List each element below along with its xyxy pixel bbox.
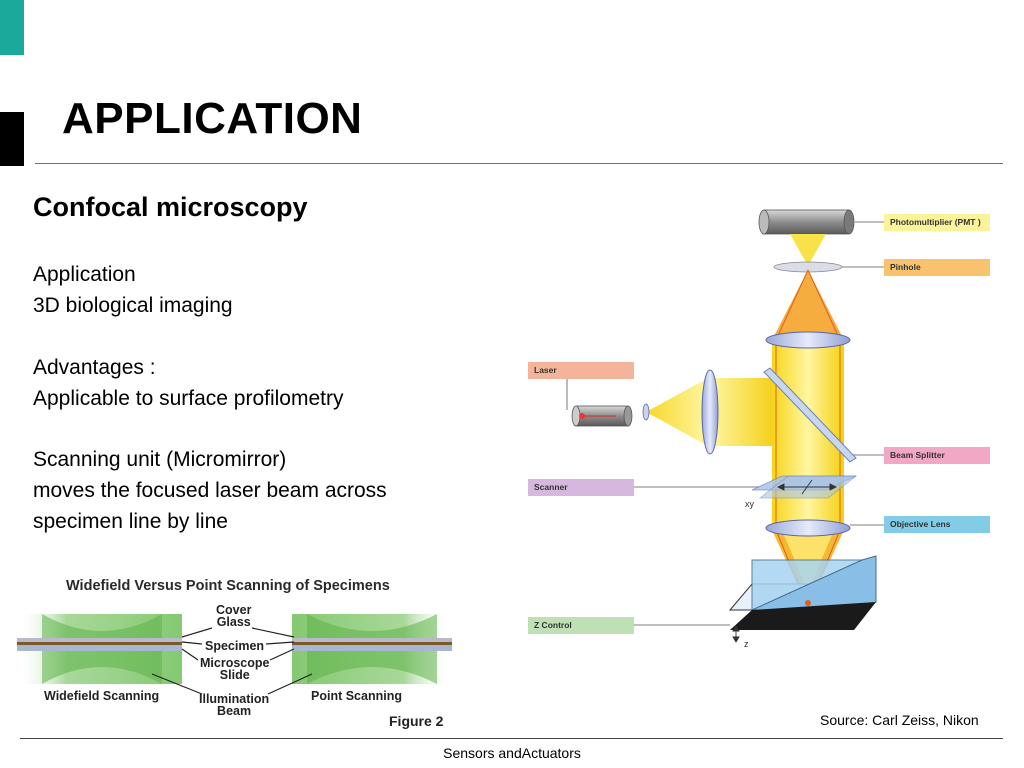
source-credit: Source: Carl Zeiss, Nikon: [820, 712, 979, 728]
laser-pinhole-lens: [642, 403, 650, 421]
specimen-box: [728, 555, 877, 630]
label-point-scanning: Point Scanning: [311, 689, 402, 703]
z-arrow: [732, 625, 740, 643]
xy-label: xy: [745, 499, 755, 509]
tag-pmt: Photomultiplier (PMT ): [884, 214, 990, 231]
label-widefield-scanning: Widefield Scanning: [44, 689, 160, 703]
application-block: Application 3D biological imaging: [33, 259, 233, 321]
pmt-cone: [790, 234, 826, 266]
application-label: Application: [33, 263, 136, 286]
specimen-layers: [17, 638, 452, 651]
label-specimen: Specimen: [205, 639, 265, 653]
scanning-comparison-figure: [17, 614, 452, 695]
scanning-line-1: moves the focused laser beam across: [33, 479, 387, 502]
figure-title: Widefield Versus Point Scanning of Speci…: [66, 578, 390, 594]
collimating-lens: [701, 369, 719, 455]
scanning-label: Scanning unit (Micromirror): [33, 448, 287, 471]
title-divider: [35, 163, 1003, 164]
scanning-line-2: specimen line by line: [33, 510, 228, 533]
tag-z-control: Z Control: [528, 617, 634, 634]
confocal-diagram: xy z: [566, 209, 884, 649]
footer-text: Sensors andActuators: [443, 745, 581, 761]
accent-tab-black: [0, 112, 24, 166]
laser-source: [571, 405, 633, 427]
accent-tab-teal: [0, 0, 24, 55]
advantages-value: Applicable to surface profilometry: [33, 387, 344, 410]
section-heading: Confocal microscopy: [33, 192, 308, 222]
leader-lines: [151, 627, 313, 695]
advantages-label: Advantages :: [33, 356, 156, 379]
tube-lens: [765, 331, 851, 349]
footer-divider: [20, 738, 1003, 739]
figure-caption: Figure 2: [389, 713, 444, 729]
scanning-block: Scanning unit (Micromirror) moves the fo…: [33, 444, 387, 537]
scanner-arrows: [776, 479, 838, 495]
tag-laser: Laser: [528, 362, 634, 379]
tag-beam-splitter: Beam Splitter: [884, 447, 990, 464]
tag-objective-lens: Objective Lens: [884, 516, 990, 533]
tag-pinhole: Pinhole: [884, 259, 990, 276]
beam-splitter: [763, 367, 857, 463]
pmt-cylinder: [758, 209, 855, 235]
application-value: 3D biological imaging: [33, 294, 233, 317]
advantages-block: Advantages : Applicable to surface profi…: [33, 352, 343, 414]
objective-lens: [765, 519, 851, 537]
focus-spot: [805, 600, 811, 606]
z-label: z: [744, 639, 749, 649]
tag-scanner: Scanner: [528, 479, 634, 496]
slide-title: APPLICATION: [62, 94, 363, 143]
tag-connectors: [566, 221, 884, 626]
